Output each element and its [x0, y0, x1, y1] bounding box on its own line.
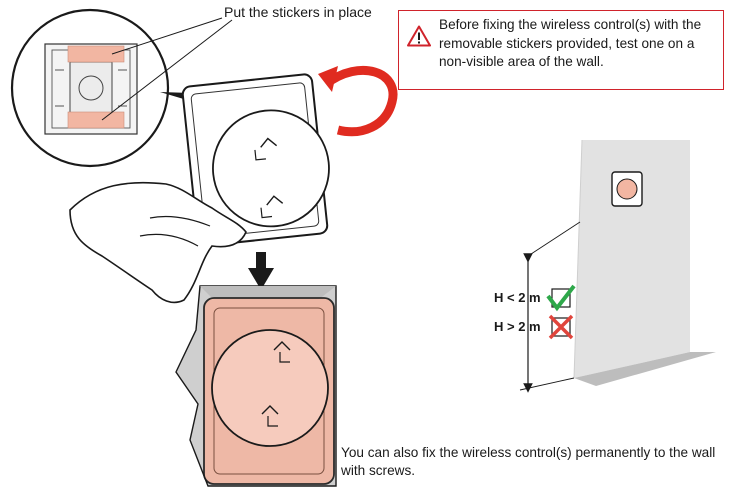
device-front-mounted — [203, 297, 335, 485]
cross-icon — [548, 314, 574, 340]
sticker-bottom — [67, 111, 125, 129]
wall-panel — [573, 139, 716, 386]
warning-box: Before fixing the wireless control(s) wi… — [398, 10, 724, 90]
hand-illustration — [69, 181, 247, 304]
height-gauge — [519, 221, 581, 393]
sticker-top — [67, 45, 125, 63]
check-icon — [546, 284, 576, 312]
magnified-back-view — [10, 8, 170, 168]
height-ok-label: H < 2 m — [494, 290, 541, 305]
height-ko-label: H > 2 m — [494, 319, 541, 334]
sticker-leader-lines — [101, 17, 233, 121]
warning-text: Before fixing the wireless control(s) wi… — [439, 17, 702, 69]
wall-mounted-device — [611, 171, 643, 207]
warning-triangle-icon — [407, 25, 431, 47]
rotate-arrow-icon — [318, 65, 398, 137]
screws-note: You can also fix the wireless control(s)… — [341, 445, 716, 478]
device-back-view — [181, 73, 330, 247]
down-arrow-icon — [248, 252, 274, 290]
stickers-callout-label: Put the stickers in place — [224, 4, 372, 20]
